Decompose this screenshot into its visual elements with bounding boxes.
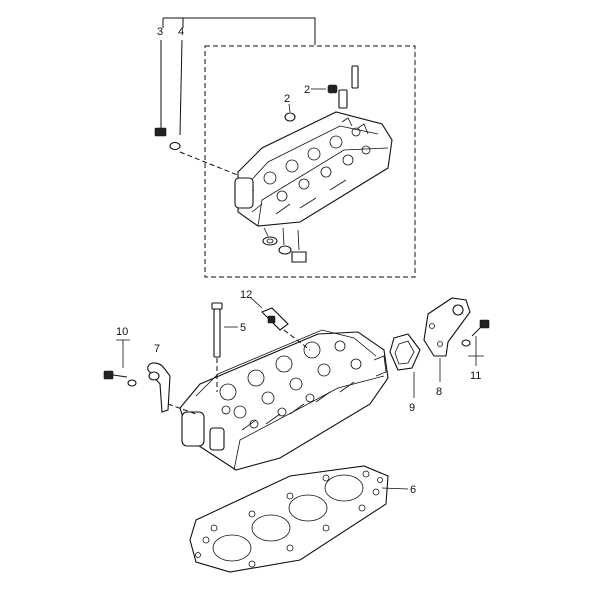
alignment-line-upper <box>179 151 241 177</box>
callout-11: 11 <box>470 370 481 382</box>
callout-7: 7 <box>154 343 160 355</box>
upper-cylinder-head <box>234 111 393 227</box>
callout-9: 9 <box>409 402 415 414</box>
callout-10: 10 <box>116 326 128 338</box>
bolt-part-3 <box>154 40 167 137</box>
bolt-part-11 <box>461 319 490 347</box>
callout-5: 5 <box>240 322 246 334</box>
head-bolt-part-5 <box>211 302 223 392</box>
gasket-part-9 <box>389 333 421 371</box>
callout-6: 6 <box>410 484 416 496</box>
callout-2b: 2 <box>284 93 290 105</box>
leader-line-12 <box>249 296 263 309</box>
bracket-part-7 <box>147 362 171 413</box>
valve-guide-part <box>338 65 359 109</box>
alignment-line-7 <box>167 403 197 415</box>
callout-3: 3 <box>157 26 163 38</box>
leader-line-6 <box>381 487 409 490</box>
plug-part-2 <box>284 112 296 122</box>
callout-4: 4 <box>178 26 184 38</box>
bracket-part-8 <box>423 297 471 357</box>
bolt-part-10 <box>103 370 137 387</box>
lower-cylinder-head <box>179 329 389 471</box>
sensor-part-12 <box>261 307 311 351</box>
seal-rings-upper <box>262 227 307 263</box>
leader-bracket-10 <box>116 339 130 368</box>
head-gasket-part-6 <box>189 465 389 573</box>
leader-line-2b <box>288 103 291 113</box>
washer-part-4 <box>169 39 183 151</box>
callout-8: 8 <box>436 386 442 398</box>
kit-boundary-dashed <box>204 45 416 278</box>
leader-bracket-11 <box>468 336 484 366</box>
callout-2a: 2 <box>304 84 310 96</box>
valve-seal-part-2 <box>327 84 338 94</box>
upper-assembly-bracket <box>162 17 316 45</box>
callout-12: 12 <box>240 289 252 301</box>
